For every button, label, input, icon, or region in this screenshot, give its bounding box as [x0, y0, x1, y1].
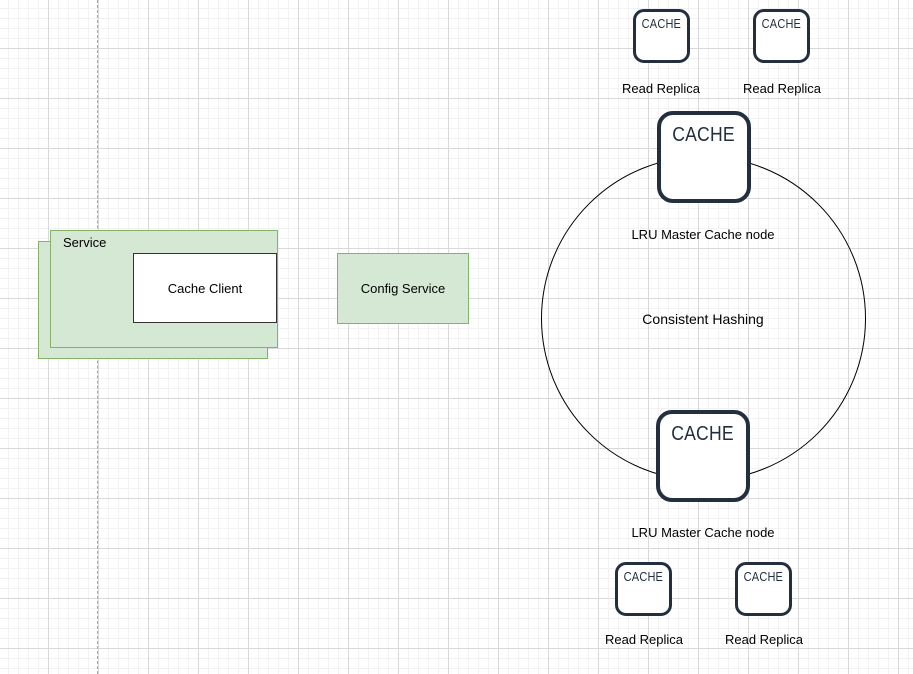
master-cache-node-top[interactable]: CACHE — [657, 111, 751, 203]
read-replica-label-bottom-right: Read Replica — [724, 632, 804, 647]
cache-icon-text: CACHE — [672, 124, 736, 146]
read-replica-node-bottom-left[interactable]: CACHE — [615, 562, 672, 616]
read-replica-label-bottom-left: Read Replica — [604, 632, 684, 647]
cache-client-label: Cache Client — [167, 280, 243, 296]
master-cache-node-bottom-label: LRU Master Cache node — [631, 525, 775, 540]
master-cache-node-bottom[interactable]: CACHE — [656, 410, 750, 502]
cache-client-box[interactable]: Cache Client — [133, 253, 277, 323]
cache-icon-text: CACHE — [623, 570, 664, 584]
cache-icon-text: CACHE — [671, 423, 735, 445]
cache-icon-text: CACHE — [743, 570, 784, 584]
cache-icon-text: CACHE — [761, 17, 802, 31]
read-replica-node-top-right[interactable]: CACHE — [753, 9, 810, 63]
config-service-box[interactable]: Config Service — [337, 253, 469, 324]
consistent-hashing-label: Consistent Hashing — [642, 311, 764, 327]
read-replica-label-top-right: Read Replica — [742, 81, 822, 96]
read-replica-node-bottom-right[interactable]: CACHE — [735, 562, 792, 616]
cache-icon-text: CACHE — [641, 17, 682, 31]
config-service-label: Config Service — [360, 281, 446, 296]
master-cache-node-top-label: LRU Master Cache node — [631, 227, 775, 242]
read-replica-label-top-left: Read Replica — [621, 81, 701, 96]
service-group-label: Service — [63, 235, 107, 250]
read-replica-node-top-left[interactable]: CACHE — [633, 9, 690, 63]
